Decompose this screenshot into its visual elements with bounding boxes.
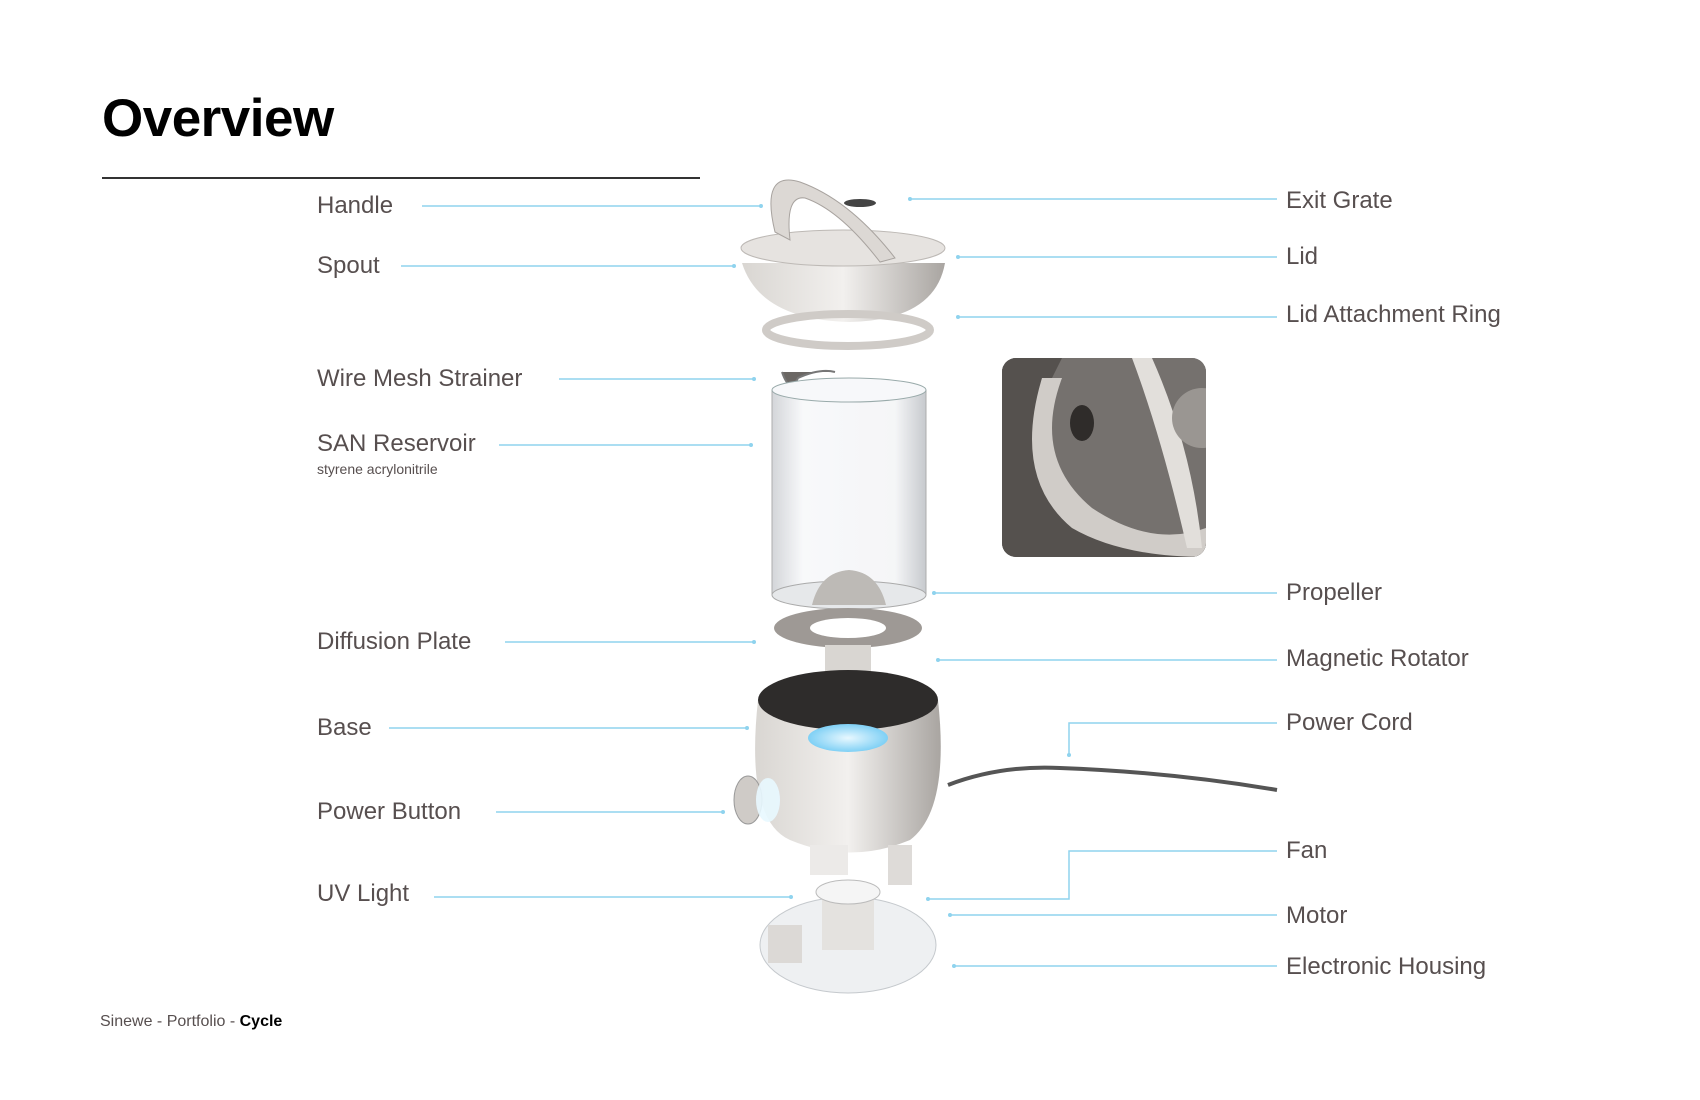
detail-inset-image	[1002, 358, 1206, 557]
label-magnetic-rotator: Magnetic Rotator	[1286, 645, 1469, 672]
label-lid-attachment-ring: Lid Attachment Ring	[1286, 301, 1501, 328]
footer-author: Sinewe	[100, 1013, 153, 1030]
label-exit-grate: Exit Grate	[1286, 187, 1393, 214]
label-uv-light: UV Light	[317, 880, 410, 907]
label-fan: Fan	[1286, 837, 1328, 864]
footer-separator: -	[225, 1013, 240, 1030]
footer-project: Cycle	[239, 1013, 283, 1030]
label-san-reservoir: SAN Reservoir	[317, 430, 476, 457]
label-diffusion-plate: Diffusion Plate	[317, 628, 472, 655]
label-power-cord: Power Cord	[1286, 709, 1413, 736]
label-san-reservoir-material: styrene acrylonitrile	[317, 461, 438, 477]
footer-section: Portfolio	[166, 1013, 226, 1030]
label-wire-mesh-strainer: Wire Mesh Strainer	[317, 365, 523, 392]
footer-breadcrumb: Sinewe - Portfolio - Cycle	[100, 1013, 282, 1031]
label-lid: Lid	[1286, 243, 1319, 270]
label-base: Base	[317, 714, 372, 741]
footer-separator: -	[152, 1013, 167, 1030]
title-divider	[102, 177, 700, 179]
lid-detail-render	[1002, 358, 1206, 557]
label-propeller: Propeller	[1286, 579, 1383, 606]
label-electronic-housing: Electronic Housing	[1286, 953, 1487, 980]
leader-lines	[389, 198, 1277, 967]
label-spout: Spout	[317, 252, 380, 279]
label-motor: Motor	[1286, 902, 1348, 929]
page-title: Overview	[102, 89, 334, 148]
label-power-button: Power Button	[317, 798, 462, 825]
label-handle: Handle	[317, 192, 394, 219]
